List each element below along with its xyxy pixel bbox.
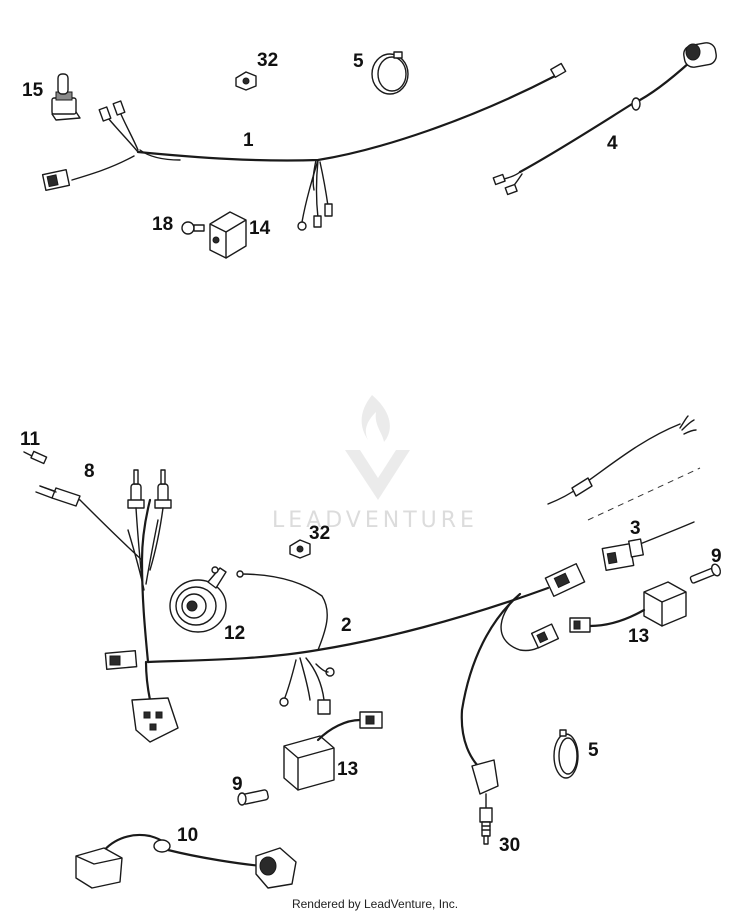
boot-8 [35,485,81,507]
callout-32-bottom: 32 [309,523,330,544]
regulator-13-right [569,581,687,633]
connector-3 [601,521,695,571]
clamp-5-bottom [553,729,579,779]
callout-14: 14 [249,218,271,239]
callout-2: 2 [341,615,352,636]
callout-15: 15 [22,80,44,101]
callout-9-right: 9 [711,546,722,567]
switch-4 [492,42,717,196]
callout-13-right: 13 [628,626,649,647]
nut-32-bottom [289,539,311,559]
watermark: LEADVENTURE [272,395,478,533]
switch-15 [51,73,81,121]
screw-18 [181,221,205,235]
callout-11: 11 [20,429,41,450]
footer-credit: Rendered by LeadVenture, Inc. [291,897,459,911]
callout-32-top: 32 [257,50,278,71]
horn-12 [169,566,227,633]
callout-30: 30 [499,835,520,856]
callouts: 15 32 5 1 4 18 14 11 8 32 3 9 12 2 13 13… [20,50,722,856]
callout-8: 8 [84,461,95,482]
bolt-9-right [689,563,722,584]
bolt-9-bottom [237,789,269,806]
sensor-30 [479,807,493,845]
switch-10 [75,833,297,889]
flame-v-logo-icon [345,395,410,500]
sensor-wire-top-right [547,415,701,521]
callout-18: 18 [152,214,173,235]
nut-32-top [235,71,257,91]
callout-12: 12 [224,623,245,644]
harness-1 [41,62,567,231]
callout-4: 4 [607,133,618,154]
harness-2 [39,485,586,809]
callout-5-bottom: 5 [588,740,599,761]
callout-10: 10 [177,825,198,846]
watermark-text: LEADVENTURE [272,508,478,533]
callout-1: 1 [243,130,254,151]
terminals-top [127,469,172,581]
regulator-13-bottom [283,711,383,791]
relay-14 [209,211,247,259]
clamp-5-top [371,51,409,95]
pin-11 [23,450,48,465]
callout-3: 3 [630,518,641,539]
callout-5-top: 5 [353,51,364,72]
callout-9-bottom: 9 [232,774,243,795]
callout-13-bottom: 13 [337,759,358,780]
